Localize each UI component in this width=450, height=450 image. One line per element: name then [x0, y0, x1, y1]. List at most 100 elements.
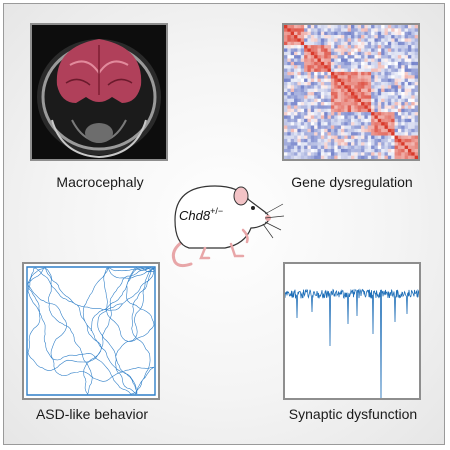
heatmap-cell	[377, 48, 382, 53]
heatmap-cell	[361, 122, 365, 126]
heatmap-cell	[404, 125, 409, 130]
heatmap-cell	[324, 135, 328, 140]
heatmap-cell	[351, 112, 355, 116]
heatmap-cell	[401, 31, 405, 36]
heatmap-cell	[290, 58, 295, 63]
heatmap-cell	[300, 122, 305, 126]
heatmap-cell	[340, 155, 345, 159]
heatmap-cell	[304, 122, 308, 126]
heatmap-cell	[314, 51, 318, 56]
heatmap-cell	[344, 115, 348, 120]
heatmap-cell	[327, 135, 332, 140]
heatmap-cell	[351, 105, 355, 110]
heatmap-cell	[394, 148, 399, 153]
heatmap-cell	[330, 81, 335, 86]
heatmap-cell	[334, 85, 338, 89]
heatmap-cell	[334, 51, 338, 56]
heatmap-cell	[364, 68, 369, 73]
heatmap-cell	[387, 105, 392, 110]
heatmap-cell	[287, 142, 291, 146]
open-field-track	[24, 264, 158, 398]
heatmap-cell	[371, 148, 375, 153]
heatmap-cell	[320, 25, 325, 29]
heatmap-cell	[371, 58, 375, 63]
heatmap-cell	[287, 55, 291, 59]
heatmap-cell	[317, 81, 322, 86]
heatmap-cell	[287, 28, 291, 32]
heatmap-cell	[361, 118, 365, 123]
heatmap-cell	[317, 112, 322, 116]
heatmap-cell	[391, 55, 395, 59]
heatmap-cell	[411, 92, 415, 96]
heatmap-cell	[287, 65, 291, 69]
heatmap-cell	[314, 98, 318, 103]
heatmap-cell	[294, 98, 298, 103]
heatmap-cell	[304, 51, 308, 56]
heatmap-cell	[310, 75, 315, 79]
heatmap-cell	[310, 135, 315, 140]
heatmap-cell	[307, 155, 312, 159]
heatmap-cell	[387, 122, 392, 126]
heatmap-cell	[294, 138, 298, 143]
heatmap-cell	[337, 45, 342, 49]
heatmap-cell	[367, 68, 372, 73]
heatmap-cell	[320, 55, 325, 59]
heatmap-cell	[387, 98, 392, 103]
heatmap-cell	[364, 105, 369, 110]
heatmap-cell	[330, 31, 335, 36]
heatmap-cell	[324, 38, 328, 43]
heatmap-cell	[334, 28, 338, 32]
heatmap-cell	[330, 145, 335, 150]
heatmap-cell	[377, 125, 382, 130]
heatmap-cell	[314, 61, 318, 66]
heatmap-cell	[324, 112, 328, 116]
heatmap-cell	[327, 152, 332, 156]
heatmap-cell	[320, 35, 325, 39]
heatmap-cell	[404, 88, 409, 93]
heatmap-cell	[287, 115, 291, 120]
heatmap-cell	[401, 152, 405, 156]
heatmap-cell	[297, 88, 302, 93]
heatmap-cell	[337, 125, 342, 130]
heatmap-cell	[387, 115, 392, 120]
heatmap-cell	[351, 132, 355, 136]
heatmap-cell	[297, 45, 302, 49]
heatmap-cell	[361, 152, 365, 156]
heatmap-cell	[327, 68, 332, 73]
heatmap-cell	[337, 81, 342, 86]
heatmap-cell	[357, 88, 362, 93]
heatmap-cell	[401, 78, 405, 83]
heatmap-cell	[334, 45, 338, 49]
heatmap-cell	[290, 61, 295, 66]
heatmap-cell	[294, 122, 298, 126]
heatmap-cell	[327, 142, 332, 146]
heatmap-cell	[377, 148, 382, 153]
heatmap-cell	[404, 48, 409, 53]
heatmap-cell	[347, 75, 352, 79]
heatmap-cell	[354, 125, 358, 130]
heatmap-cell	[371, 102, 375, 106]
heatmap-cell	[324, 102, 328, 106]
heatmap-cell	[411, 135, 415, 140]
heatmap-cell	[307, 58, 312, 63]
heatmap-cell	[287, 75, 291, 79]
heatmap-cell	[384, 128, 389, 133]
heatmap-cell	[294, 41, 298, 46]
heatmap-cell	[401, 38, 405, 43]
heatmap-cell	[401, 95, 405, 99]
heatmap-cell	[411, 122, 415, 126]
heatmap-cell	[294, 38, 298, 43]
caption-gene-dysregulation: Gene dysregulation	[291, 174, 413, 190]
heatmap-cell	[387, 28, 392, 32]
heatmap-cell	[297, 112, 302, 116]
heatmap-cell	[404, 155, 409, 159]
heatmap-cell	[374, 81, 379, 86]
heatmap-cell	[351, 65, 355, 69]
heatmap-cell	[404, 115, 409, 120]
heatmap-cell	[367, 132, 372, 136]
heatmap-panel	[282, 23, 420, 161]
heatmap-cell	[290, 112, 295, 116]
heatmap-cell	[334, 105, 338, 110]
heatmap-cell	[384, 148, 389, 153]
heatmap-cell	[381, 112, 385, 116]
